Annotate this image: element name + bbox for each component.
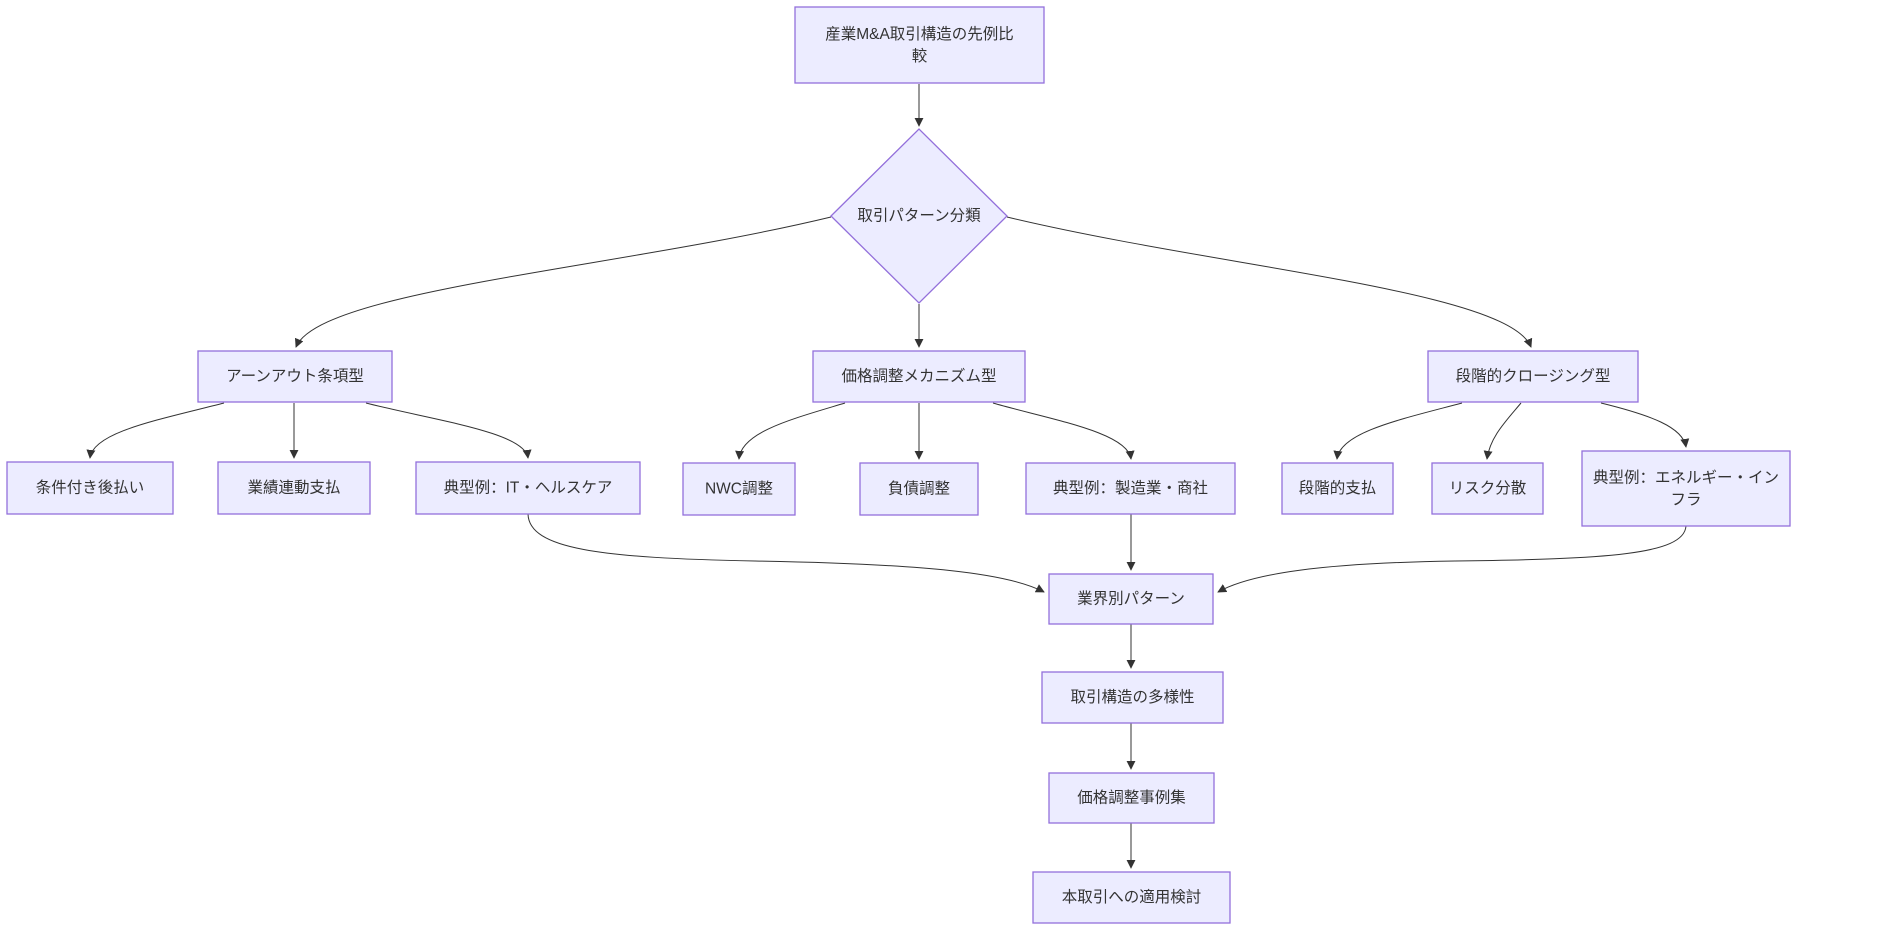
node-root: 産業M&A取引構造の先例比較 <box>794 6 1045 84</box>
node-label-example-it: 典型例：IT・ヘルスケア <box>444 479 613 497</box>
node-shape-industry-pattern <box>1048 573 1214 625</box>
node-shape-apply-to-deal <box>1032 871 1231 924</box>
edge-layer <box>86 84 1690 869</box>
node-shape-price-adjust-cases <box>1048 772 1215 824</box>
node-label-debt: 負債調整 <box>888 480 950 498</box>
node-label-structure-diversity: 取引構造の多様性 <box>1070 688 1194 706</box>
node-conditional-deferred: 条件付き後払い <box>6 461 174 515</box>
node-performance-linked: 業績連動支払 <box>217 461 371 515</box>
edge-earnout-to-example-it <box>365 402 532 459</box>
node-shape-staged-closing <box>1427 350 1639 403</box>
node-shape-classify <box>830 128 1008 304</box>
node-shape-conditional-deferred <box>6 461 174 515</box>
node-label-nwc: NWC調整 <box>705 480 773 498</box>
edge-staged-closing-to-staged-payment <box>1333 402 1463 460</box>
edge-staged-closing-to-risk-diversification <box>1483 402 1522 460</box>
node-label-line: 産業M&A取引構造の先例比 <box>825 25 1014 43</box>
node-label-price-adjust: 価格調整メカニズム型 <box>841 367 996 385</box>
node-risk-diversification: リスク分散 <box>1431 462 1544 515</box>
node-shape-root <box>794 6 1045 84</box>
edge-price-adjust-to-example-mfg <box>992 402 1135 460</box>
node-example-energy: 典型例：エネルギー・インフラ <box>1581 450 1791 527</box>
node-apply-to-deal: 本取引への適用検討 <box>1032 871 1231 924</box>
node-label-performance-linked: 業績連動支払 <box>247 479 340 497</box>
node-shape-price-adjust <box>812 350 1026 403</box>
node-label-example-energy: 典型例：エネルギー・インフラ <box>1593 468 1779 508</box>
node-shape-staged-payment <box>1281 462 1394 515</box>
node-staged-payment: 段階的支払 <box>1281 462 1394 515</box>
node-label-line: 較 <box>912 47 928 65</box>
node-price-adjust: 価格調整メカニズム型 <box>812 350 1026 403</box>
node-label-line: 典型例：エネルギー・イン <box>1593 468 1779 486</box>
node-shape-nwc <box>682 462 796 516</box>
node-label-line: フラ <box>1670 491 1701 508</box>
node-shape-example-mfg <box>1025 462 1236 515</box>
edge-staged-closing-to-example-energy <box>1600 402 1690 448</box>
node-shape-example-it <box>415 461 641 515</box>
node-label-price-adjust-cases: 価格調整事例集 <box>1077 789 1186 807</box>
node-shape-earnout <box>197 350 393 403</box>
edge-example-it-to-industry-pattern <box>527 513 1045 593</box>
edge-price-adjust-to-nwc <box>735 402 846 460</box>
node-nwc: NWC調整 <box>682 462 796 516</box>
edge-example-energy-to-industry-pattern <box>1217 525 1687 593</box>
node-label-earnout: アーンアウト条項型 <box>226 367 364 385</box>
node-label-staged-payment: 段階的支払 <box>1299 479 1377 497</box>
node-label-industry-pattern: 業界別パターン <box>1077 590 1185 608</box>
node-example-it: 典型例：IT・ヘルスケア <box>415 461 641 515</box>
node-label-apply-to-deal: 本取引への適用検討 <box>1062 888 1202 906</box>
node-example-mfg: 典型例：製造業・商社 <box>1025 462 1236 515</box>
node-shape-example-energy <box>1581 450 1791 527</box>
node-structure-diversity: 取引構造の多様性 <box>1041 671 1224 724</box>
node-label-classify: 取引パターン分類 <box>857 207 981 225</box>
edge-classify-to-staged-closing <box>1006 216 1533 348</box>
node-shape-risk-diversification <box>1431 462 1544 515</box>
node-shape-performance-linked <box>217 461 371 515</box>
node-label-conditional-deferred: 条件付き後払い <box>36 479 145 497</box>
node-shape-structure-diversity <box>1041 671 1224 724</box>
node-classify: 取引パターン分類 <box>830 128 1008 304</box>
node-earnout: アーンアウト条項型 <box>197 350 393 403</box>
node-price-adjust-cases: 価格調整事例集 <box>1048 772 1215 824</box>
node-label-example-mfg: 典型例：製造業・商社 <box>1053 479 1208 497</box>
node-staged-closing: 段階的クロージング型 <box>1427 350 1639 403</box>
node-label-root: 産業M&A取引構造の先例比較 <box>825 25 1014 65</box>
node-shape-debt <box>859 462 979 516</box>
edge-classify-to-earnout <box>295 216 832 348</box>
node-label-risk-diversification: リスク分散 <box>1449 479 1527 497</box>
node-label-staged-closing: 段階的クロージング型 <box>1456 367 1611 385</box>
edge-earnout-to-conditional-deferred <box>86 402 225 459</box>
node-industry-pattern: 業界別パターン <box>1048 573 1214 625</box>
node-debt: 負債調整 <box>859 462 979 516</box>
